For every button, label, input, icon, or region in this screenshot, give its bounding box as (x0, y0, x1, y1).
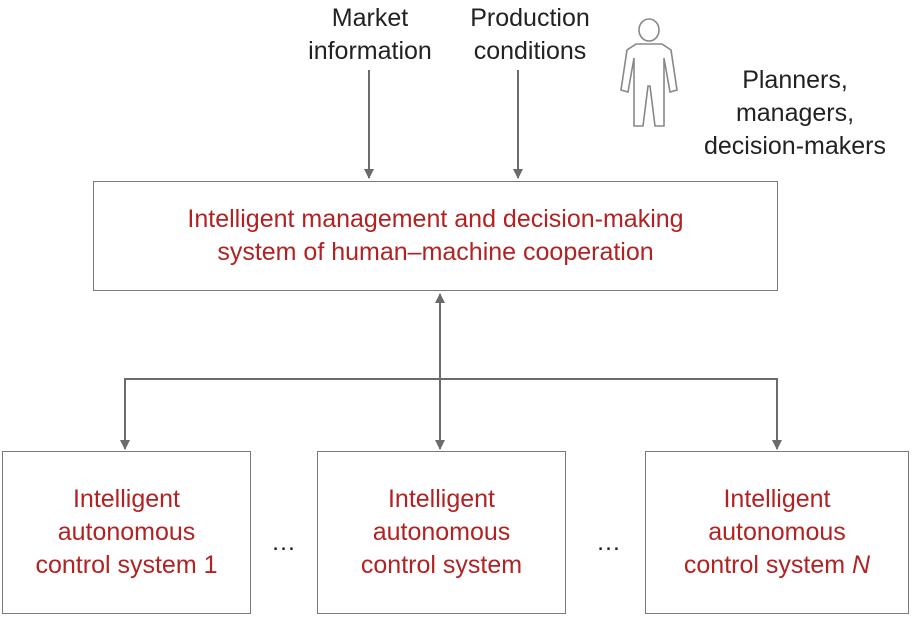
ellipsis-right: … (596, 528, 621, 556)
ellipsis-left: … (271, 528, 296, 556)
people-label: Planners,managers,decision-makers (703, 66, 886, 160)
management-decision-system-box: Intelligent management and decision-maki… (93, 181, 778, 291)
control-system-box: Intelligent autonomous control system (317, 451, 566, 614)
person-icon (620, 18, 678, 127)
control-system-1-box: Intelligent autonomous control system 1 (2, 451, 251, 614)
control-system-n-box: Intelligent autonomous control system N (645, 451, 909, 614)
